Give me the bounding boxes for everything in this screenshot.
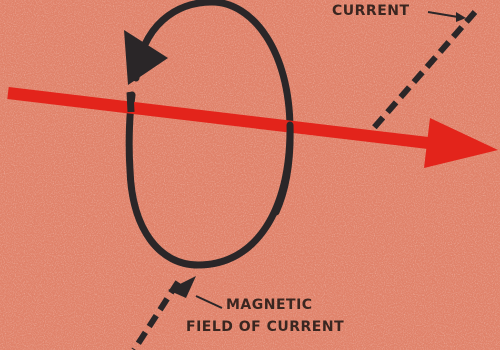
current-label: CURRENT (332, 2, 410, 20)
loop-crossing (130, 92, 131, 112)
magnetic-label-line2: FIELD OF CURRENT (186, 318, 344, 336)
magnetic-label-line1: MAGNETIC (226, 296, 313, 314)
